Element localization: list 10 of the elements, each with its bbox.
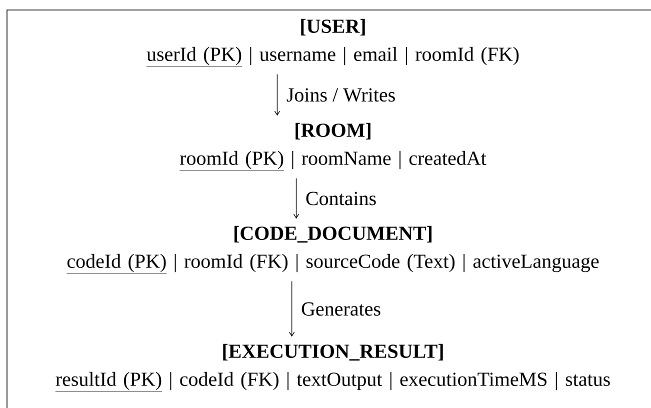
arrow (288, 280, 295, 337)
arrow (274, 74, 280, 116)
arrow (293, 178, 300, 219)
entity-block: [USER] userId (PK) | username | email | roomId (FK) (146, 18, 519, 67)
edge-label: Generates (302, 302, 380, 316)
edge-label: Contains (306, 192, 376, 206)
entity-block: [CODE_DOCUMENT] codeId (PK) | roomId (FK) | sourceCode (Text) | activeLanguage (66, 226, 599, 274)
entity-block: [EXECUTION_RESULT] resultId (PK) | codeId (FK) | textOutput | executionTimeMS | status (55, 344, 610, 392)
entity-block: [ROOM] roomId (PK) | roomName | createdAt (179, 122, 486, 171)
edge-label: Joins / Writes (286, 88, 395, 102)
